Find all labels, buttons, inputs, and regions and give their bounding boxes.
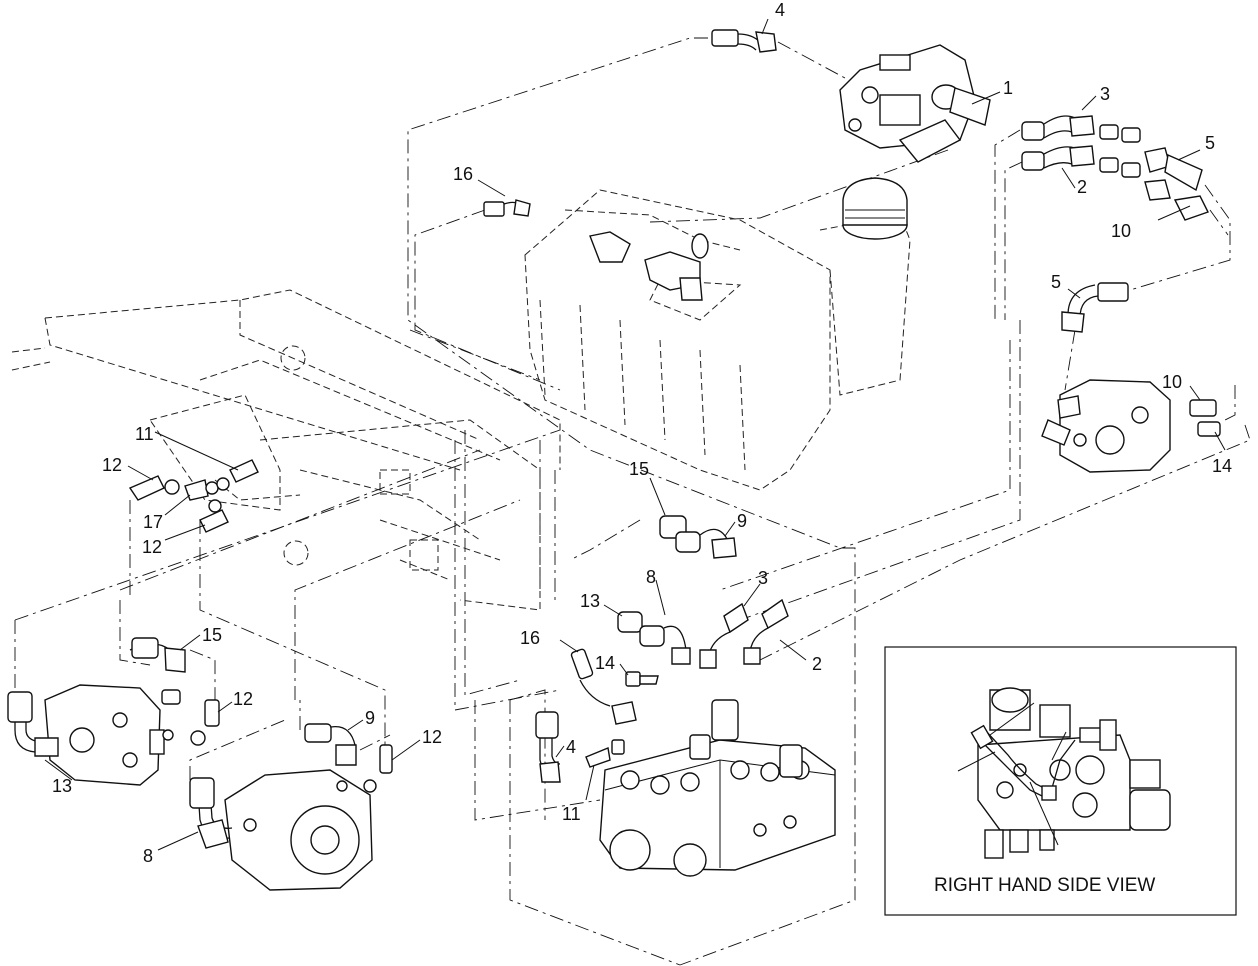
elbow-fitting-16-icon <box>483 199 531 217</box>
callout-3: 3 <box>1100 84 1110 104</box>
hose-5-icon <box>1061 282 1129 333</box>
leader-lines <box>44 18 1226 851</box>
callout-13: 13 <box>580 591 600 611</box>
mid-bottom-pump-icon <box>189 723 393 891</box>
callout-15: 15 <box>202 625 222 645</box>
callout-10: 10 <box>1162 372 1182 392</box>
callout-10: 10 <box>1111 221 1131 241</box>
right-hand-side-view-inset: RIGHT HAND SIDE VIEW <box>884 646 1237 916</box>
callout-13: 13 <box>52 776 72 796</box>
right-pump-icon <box>1041 379 1221 473</box>
callout-12: 12 <box>142 537 162 557</box>
callout-16: 16 <box>453 164 473 184</box>
callout-16: 16 <box>520 628 540 648</box>
callout-17: 17 <box>143 512 163 532</box>
callout-9: 9 <box>365 708 375 728</box>
filler-cap-icon <box>842 177 908 240</box>
left-fittings-cluster <box>128 459 259 533</box>
callout-5: 5 <box>1205 133 1215 153</box>
callout-15: 15 <box>629 459 649 479</box>
left-bottom-pump-icon <box>7 637 220 786</box>
top-pump-icon <box>839 44 991 163</box>
callout-1: 1 <box>1003 78 1013 98</box>
callout-11: 11 <box>135 424 154 444</box>
center-valve-fittings <box>617 515 789 669</box>
elbow-fitting-4-icon <box>535 711 561 783</box>
tractor-frame <box>11 289 561 611</box>
right-upper-hoses <box>1021 115 1209 221</box>
callout-5: 5 <box>1051 272 1061 292</box>
callout-4: 4 <box>775 0 785 20</box>
callout-4: 4 <box>566 737 576 757</box>
callout-12: 12 <box>422 727 442 747</box>
callout-2: 2 <box>812 654 822 674</box>
callout-8: 8 <box>646 567 656 587</box>
callout-14: 14 <box>1212 456 1232 476</box>
inset-valve-block-icon <box>970 687 1171 859</box>
routing-lines <box>14 37 1251 966</box>
callout-11: 11 <box>562 804 581 824</box>
callout-3: 3 <box>758 568 768 588</box>
tank-top-fittings <box>589 231 709 301</box>
callout-2: 2 <box>1077 177 1087 197</box>
callout-9: 9 <box>737 511 747 531</box>
callout-12: 12 <box>102 455 122 475</box>
callout-8: 8 <box>143 846 153 866</box>
callout-14: 14 <box>595 653 615 673</box>
callout-12: 12 <box>233 689 253 709</box>
top-elbow-fitting-icon <box>711 29 777 53</box>
inset-caption: RIGHT HAND SIDE VIEW <box>934 875 1155 896</box>
valve-block-icon <box>570 648 836 877</box>
